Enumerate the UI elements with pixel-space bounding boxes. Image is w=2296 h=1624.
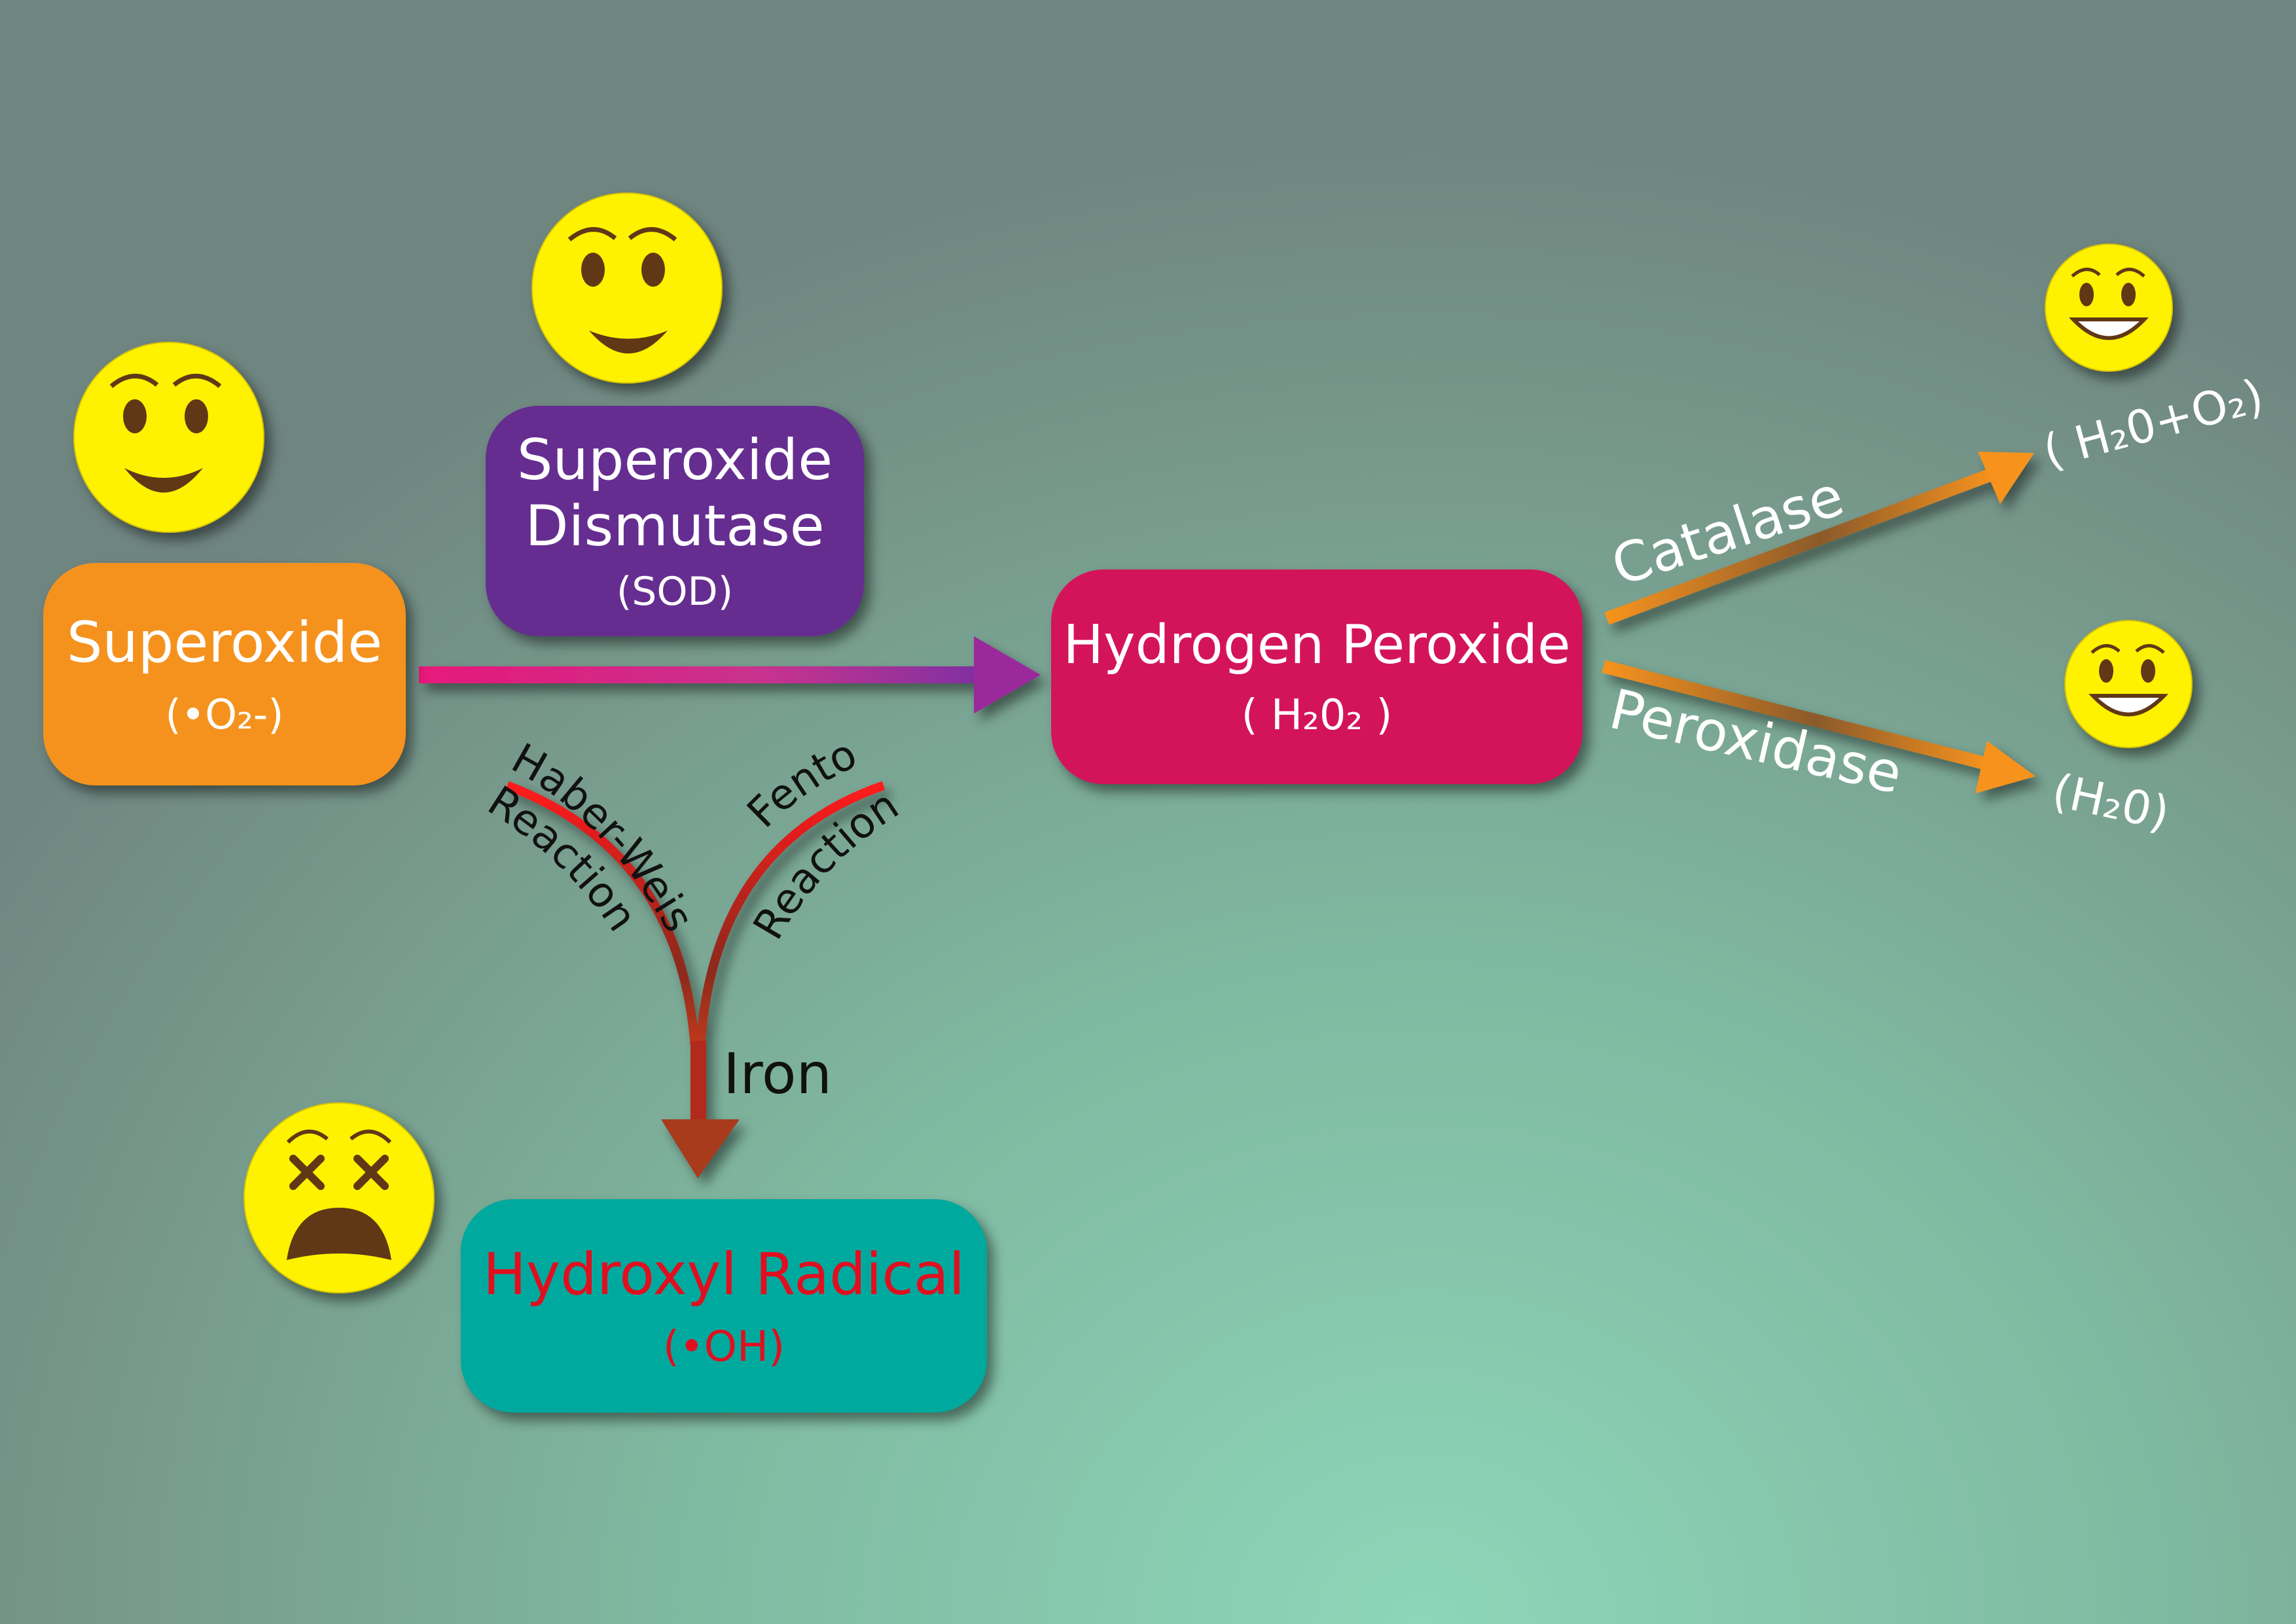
- catalase-product: ( H₂0+O₂): [2037, 369, 2269, 478]
- smiley-face-icon: [73, 342, 264, 533]
- hydrogen-peroxide-label: Hydrogen Peroxide: [1063, 613, 1571, 676]
- dizzy-face-icon: [243, 1102, 435, 1293]
- peroxidase-label: Peroxidase: [1604, 677, 1909, 806]
- sod-abbr: (SOD): [616, 569, 734, 615]
- grinning-face-icon: [2064, 620, 2193, 748]
- superoxide-formula: (•O₂-): [165, 691, 284, 739]
- hydroxyl-radical-label: Hydroxyl Radical: [482, 1240, 965, 1308]
- superoxide-label: Superoxide: [66, 609, 383, 676]
- hydrogen-peroxide-node: Hydrogen Peroxide ( H₂0₂ ): [1051, 569, 1583, 784]
- arrow-superoxide-to-h2o2: [419, 636, 1041, 713]
- sod-node: Superoxide Dismutase (SOD): [486, 406, 864, 636]
- hydroxyl-radical-formula: (•OH): [662, 1322, 785, 1371]
- sod-label-line2: Dismutase: [525, 494, 825, 559]
- peroxidase-product: (H₂0): [2047, 763, 2174, 840]
- smiley-face-icon: [531, 192, 723, 384]
- arrow-catalase: [1604, 452, 2034, 625]
- superoxide-node: Superoxide (•O₂-): [43, 563, 406, 785]
- grinning-face-icon: [2045, 244, 2173, 372]
- hydrogen-peroxide-formula: ( H₂0₂ ): [1241, 691, 1393, 740]
- arrow-peroxidase: [1602, 660, 2036, 793]
- arrow-to-hydroxyl: [505, 781, 886, 1178]
- iron-label: Iron: [723, 1041, 832, 1107]
- sod-label-line1: Superoxide: [516, 427, 833, 493]
- hydroxyl-radical-node: Hydroxyl Radical (•OH): [461, 1199, 987, 1413]
